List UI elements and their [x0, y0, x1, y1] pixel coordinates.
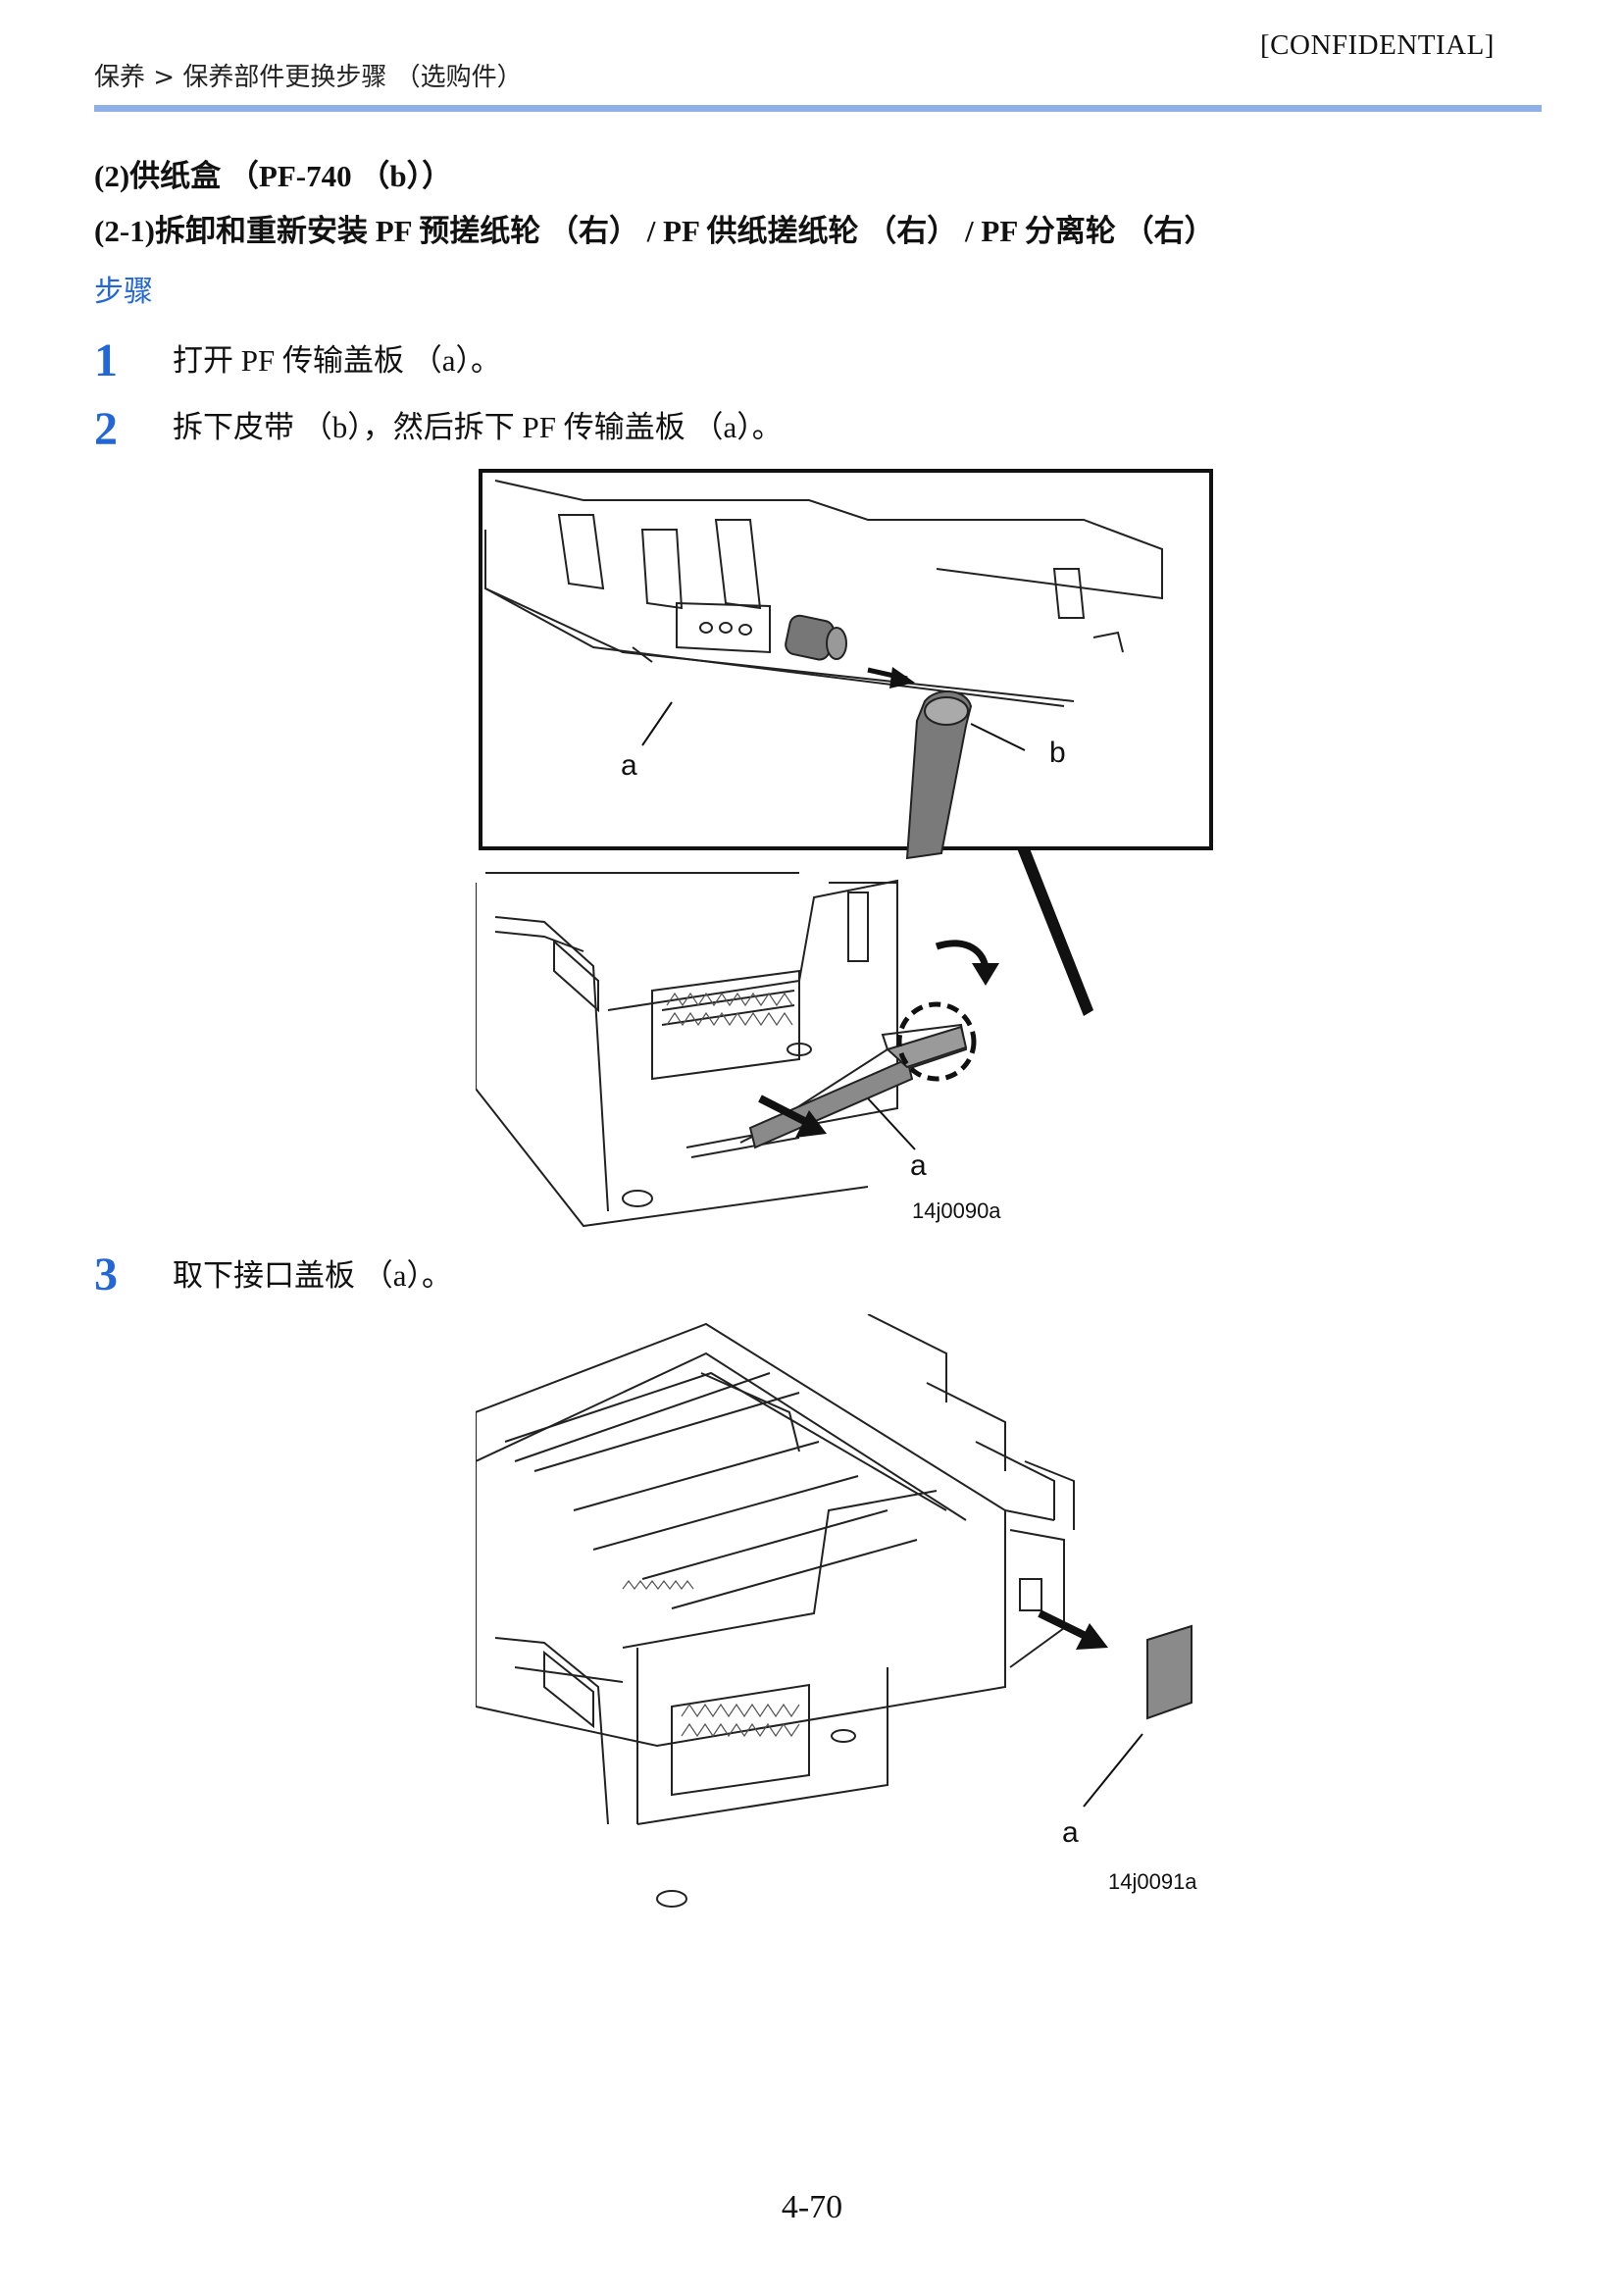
detail-circle [896, 1001, 977, 1082]
callout-a: a [621, 749, 637, 782]
cover-hook [886, 1025, 968, 1069]
leader-line-a [641, 701, 673, 746]
figure-transport-cover: a b a 14j0090a [476, 469, 1213, 1228]
breadcrumb: 保养 > 保养部件更换步骤 （选购件） [94, 63, 523, 92]
step-number: 2 [94, 403, 118, 455]
paper-feeder-drawing [476, 1314, 1075, 1908]
feed-rollers [666, 992, 793, 1027]
section-subtitle: (2-1)拆卸和重新安装 PF 预搓纸轮 （右） / PF 供纸搓纸轮 （右） … [94, 214, 1215, 248]
callout-a: a [1062, 1816, 1079, 1849]
step-number: 3 [94, 1249, 118, 1300]
remove-arrowhead [1076, 1623, 1108, 1650]
section-title: (2)供纸盒 （PF-740 （b）） [94, 159, 453, 193]
interface-cover-a [1146, 1624, 1193, 1720]
zoom-pointer [1017, 848, 1093, 1016]
callout-b: b [1049, 737, 1066, 769]
step-text: 取下接口盖板 （a）。 [173, 1258, 453, 1293]
interface-port [1019, 1578, 1042, 1611]
inset-drawing [484, 480, 1163, 707]
figure-interface-cover: a 14j0091a [476, 1314, 1197, 1908]
confidential-mark: [CONFIDENTIAL] [1260, 29, 1495, 61]
belt-b [905, 689, 973, 860]
rotate-arrowhead [972, 963, 999, 986]
direction-arrowhead [889, 667, 915, 688]
inset-frame [479, 469, 1213, 850]
step-text: 拆下皮带 （b），然后拆下 PF 传输盖板 （a）。 [173, 410, 783, 444]
figure-id: 14j0090a [912, 1198, 1001, 1223]
callout-a2: a [910, 1149, 927, 1182]
feed-rollers [622, 1580, 800, 1738]
transport-cover-shaded [748, 1057, 914, 1149]
page-number: 4-70 [781, 2189, 843, 2225]
pull-arrowhead [795, 1110, 827, 1138]
header-divider [94, 105, 1542, 112]
roller-shaft [785, 614, 847, 661]
leader-line-a2 [867, 1097, 916, 1150]
leader-line-b [970, 723, 1026, 751]
step-text: 打开 PF 传输盖板 （a）。 [173, 343, 501, 378]
paper-feeder-drawing [476, 872, 898, 1228]
figure-id: 14j0091a [1108, 1869, 1197, 1894]
steps-heading: 步骤 [94, 275, 153, 309]
step-number: 1 [94, 334, 118, 386]
leader-line-a [1083, 1733, 1143, 1808]
